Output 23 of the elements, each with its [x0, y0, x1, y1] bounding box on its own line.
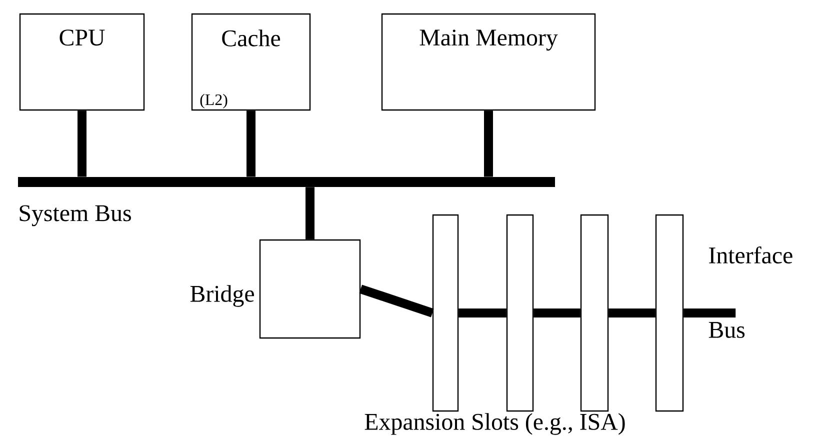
connector-line: [78, 110, 86, 177]
bus-label: System Bus: [20, 205, 131, 226]
bus-label: Bus: [708, 322, 745, 338]
bus-line: [534, 308, 580, 318]
bus-line: [359, 284, 434, 318]
expansion-slot: [506, 214, 534, 412]
expansion-slot: [580, 214, 609, 412]
expansion-slot: [655, 214, 684, 412]
bus-label: Bridge: [190, 285, 254, 307]
bus-label: Expansion Slots (e.g., ISA): [364, 413, 625, 435]
expansion-slot: [432, 214, 459, 412]
bridge-box: [259, 239, 361, 339]
connector-line: [246, 110, 256, 177]
component-box: CPU: [19, 13, 145, 111]
component-box: Main Memory: [381, 13, 596, 111]
bus-line: [608, 308, 656, 318]
connector-line: [306, 187, 314, 240]
bus-label: Interface: [709, 246, 792, 264]
component-box: Cache (L2): [191, 13, 311, 111]
system-bus-bar: [18, 176, 555, 187]
bus-line: [684, 308, 736, 318]
connector-line: [484, 110, 493, 177]
bus-line: [458, 308, 506, 318]
